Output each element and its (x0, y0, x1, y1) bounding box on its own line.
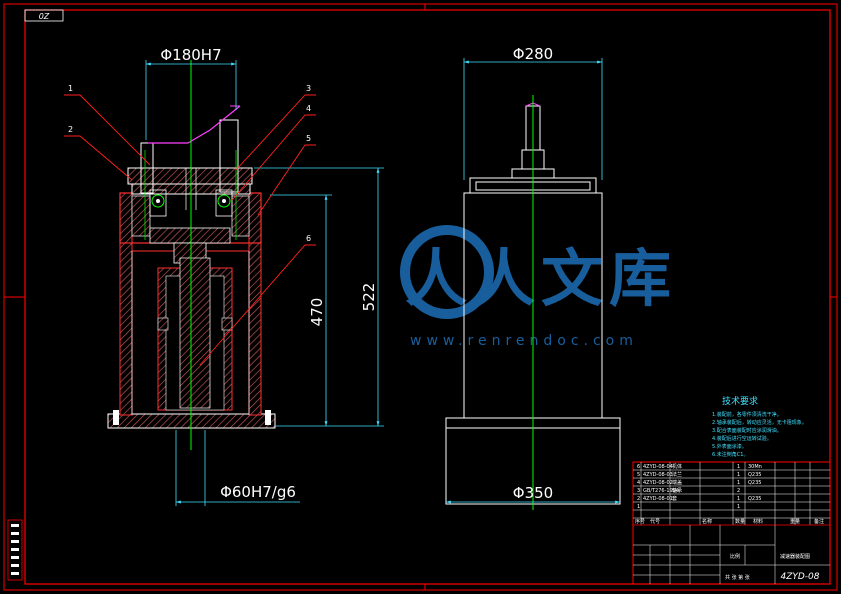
parts-cell-qty: 2 (737, 488, 740, 494)
leader-5: 5 (306, 134, 311, 143)
tech-requirements: 技术要求 1.装配前，各零件须清洗干净。 2.轴承装配后，转动应灵活，无卡阻现象… (712, 395, 807, 458)
parts-header-qty: 数量 (735, 518, 745, 525)
parts-cell-code: 4ZYD-08-04 (643, 464, 673, 470)
margin-stamp (7, 519, 23, 581)
leader-1: 1 (68, 84, 73, 93)
parts-cell-material: Q235 (748, 496, 761, 502)
parts-cell-material: Q235 (748, 480, 761, 486)
leader-labels: 1 2 3 4 5 6 (68, 84, 311, 243)
parts-cell-material: Q235 (748, 472, 761, 478)
parts-cell-name: 轴承 (672, 487, 682, 494)
front-view (107, 60, 276, 450)
parts-cell-qty: 1 (737, 472, 740, 478)
side-dimensions (446, 58, 620, 504)
front-dimensions (145, 60, 384, 506)
tech-req-line: 5.外表面涂漆。 (712, 443, 747, 450)
parts-cell-qty: 1 (737, 464, 740, 470)
parts-cell-code: 4ZYD-08-01 (643, 496, 673, 502)
parts-header-code: 代号 (650, 518, 660, 525)
parts-cell-qty: 1 (737, 504, 740, 510)
part-leaders (64, 94, 316, 366)
parts-cell-no: 3 (637, 488, 640, 494)
parts-cell-no: 2 (637, 496, 640, 502)
parts-cell-code: 4ZYD-08-03 (643, 472, 673, 478)
leader-6: 6 (306, 234, 311, 243)
parts-cell-name: 法兰 (672, 471, 682, 478)
scale-label: 比例 (730, 553, 740, 560)
sheet-label: 共 张 第 张 (725, 574, 750, 581)
parts-cell-no: 5 (637, 472, 640, 478)
drawing-name: 减速器装配图 (780, 553, 810, 560)
drawing-number: 4ZYD-08 (780, 572, 819, 582)
corner-label: 0Z (39, 12, 50, 21)
side-view (445, 95, 621, 510)
dim-height-470: 470 (308, 298, 326, 327)
parts-header-name: 名称 (702, 518, 712, 525)
title-block: 减速器装配图 4ZYD-08 比例 共 张 第 张 (633, 525, 830, 584)
parts-cell-material: 30Mn (748, 464, 762, 470)
parts-cell-qty: 1 (737, 496, 740, 502)
parts-header-weight: 重量 (790, 518, 800, 525)
tech-req-line: 1.装配前，各零件须清洗干净。 (712, 411, 782, 418)
dim-side-bottom: Φ350 (513, 484, 553, 502)
parts-cell-name: 套 (672, 495, 677, 502)
watermark-url: www.renrendoc.com (410, 333, 638, 349)
parts-header-note: 备注 (814, 518, 824, 525)
dim-side-top: Φ280 (513, 45, 553, 63)
tech-req-line: 3.配合表面装配时应涂润滑油。 (712, 427, 782, 434)
dim-height-522: 522 (360, 283, 378, 312)
parts-header-no: 序号 (635, 518, 645, 525)
watermark-text: 人人文库 (405, 242, 677, 315)
leader-4: 4 (306, 104, 311, 113)
dim-bottom-fit: Φ60H7/g6 (220, 483, 296, 501)
corner-label-box: 0Z (24, 9, 64, 22)
parts-cell-code: 4ZYD-08-02 (643, 480, 673, 486)
parts-header-material: 材料 (753, 518, 763, 525)
front-dimension-labels: Φ180H7 Φ60H7/g6 470 522 (160, 46, 378, 501)
parts-cell-qty: 1 (737, 480, 740, 486)
leader-2: 2 (68, 125, 73, 134)
parts-cell-name: 端盖 (672, 479, 682, 486)
tech-req-line: 2.轴承装配后，转动应灵活，无卡阻现象。 (712, 419, 807, 426)
parts-cell-name: 机体 (672, 463, 682, 470)
sheet-frame (3, 3, 838, 591)
watermark: 人人文库 www.renrendoc.com (400, 225, 677, 349)
tech-req-line: 6.未注倒角C1。 (712, 451, 748, 458)
parts-cell-no: 1 (637, 504, 640, 510)
parts-cell-code: GB/T276-1994 (643, 488, 679, 494)
leader-3: 3 (306, 84, 311, 93)
parts-cell-no: 4 (637, 480, 640, 486)
tech-req-title: 技术要求 (722, 395, 758, 407)
tech-req-line: 4.装配后进行空运转试验。 (712, 435, 772, 442)
parts-cell-no: 6 (637, 464, 640, 470)
dim-top-bore: Φ180H7 (160, 46, 221, 64)
side-dimension-labels: Φ280 Φ350 (513, 45, 553, 502)
